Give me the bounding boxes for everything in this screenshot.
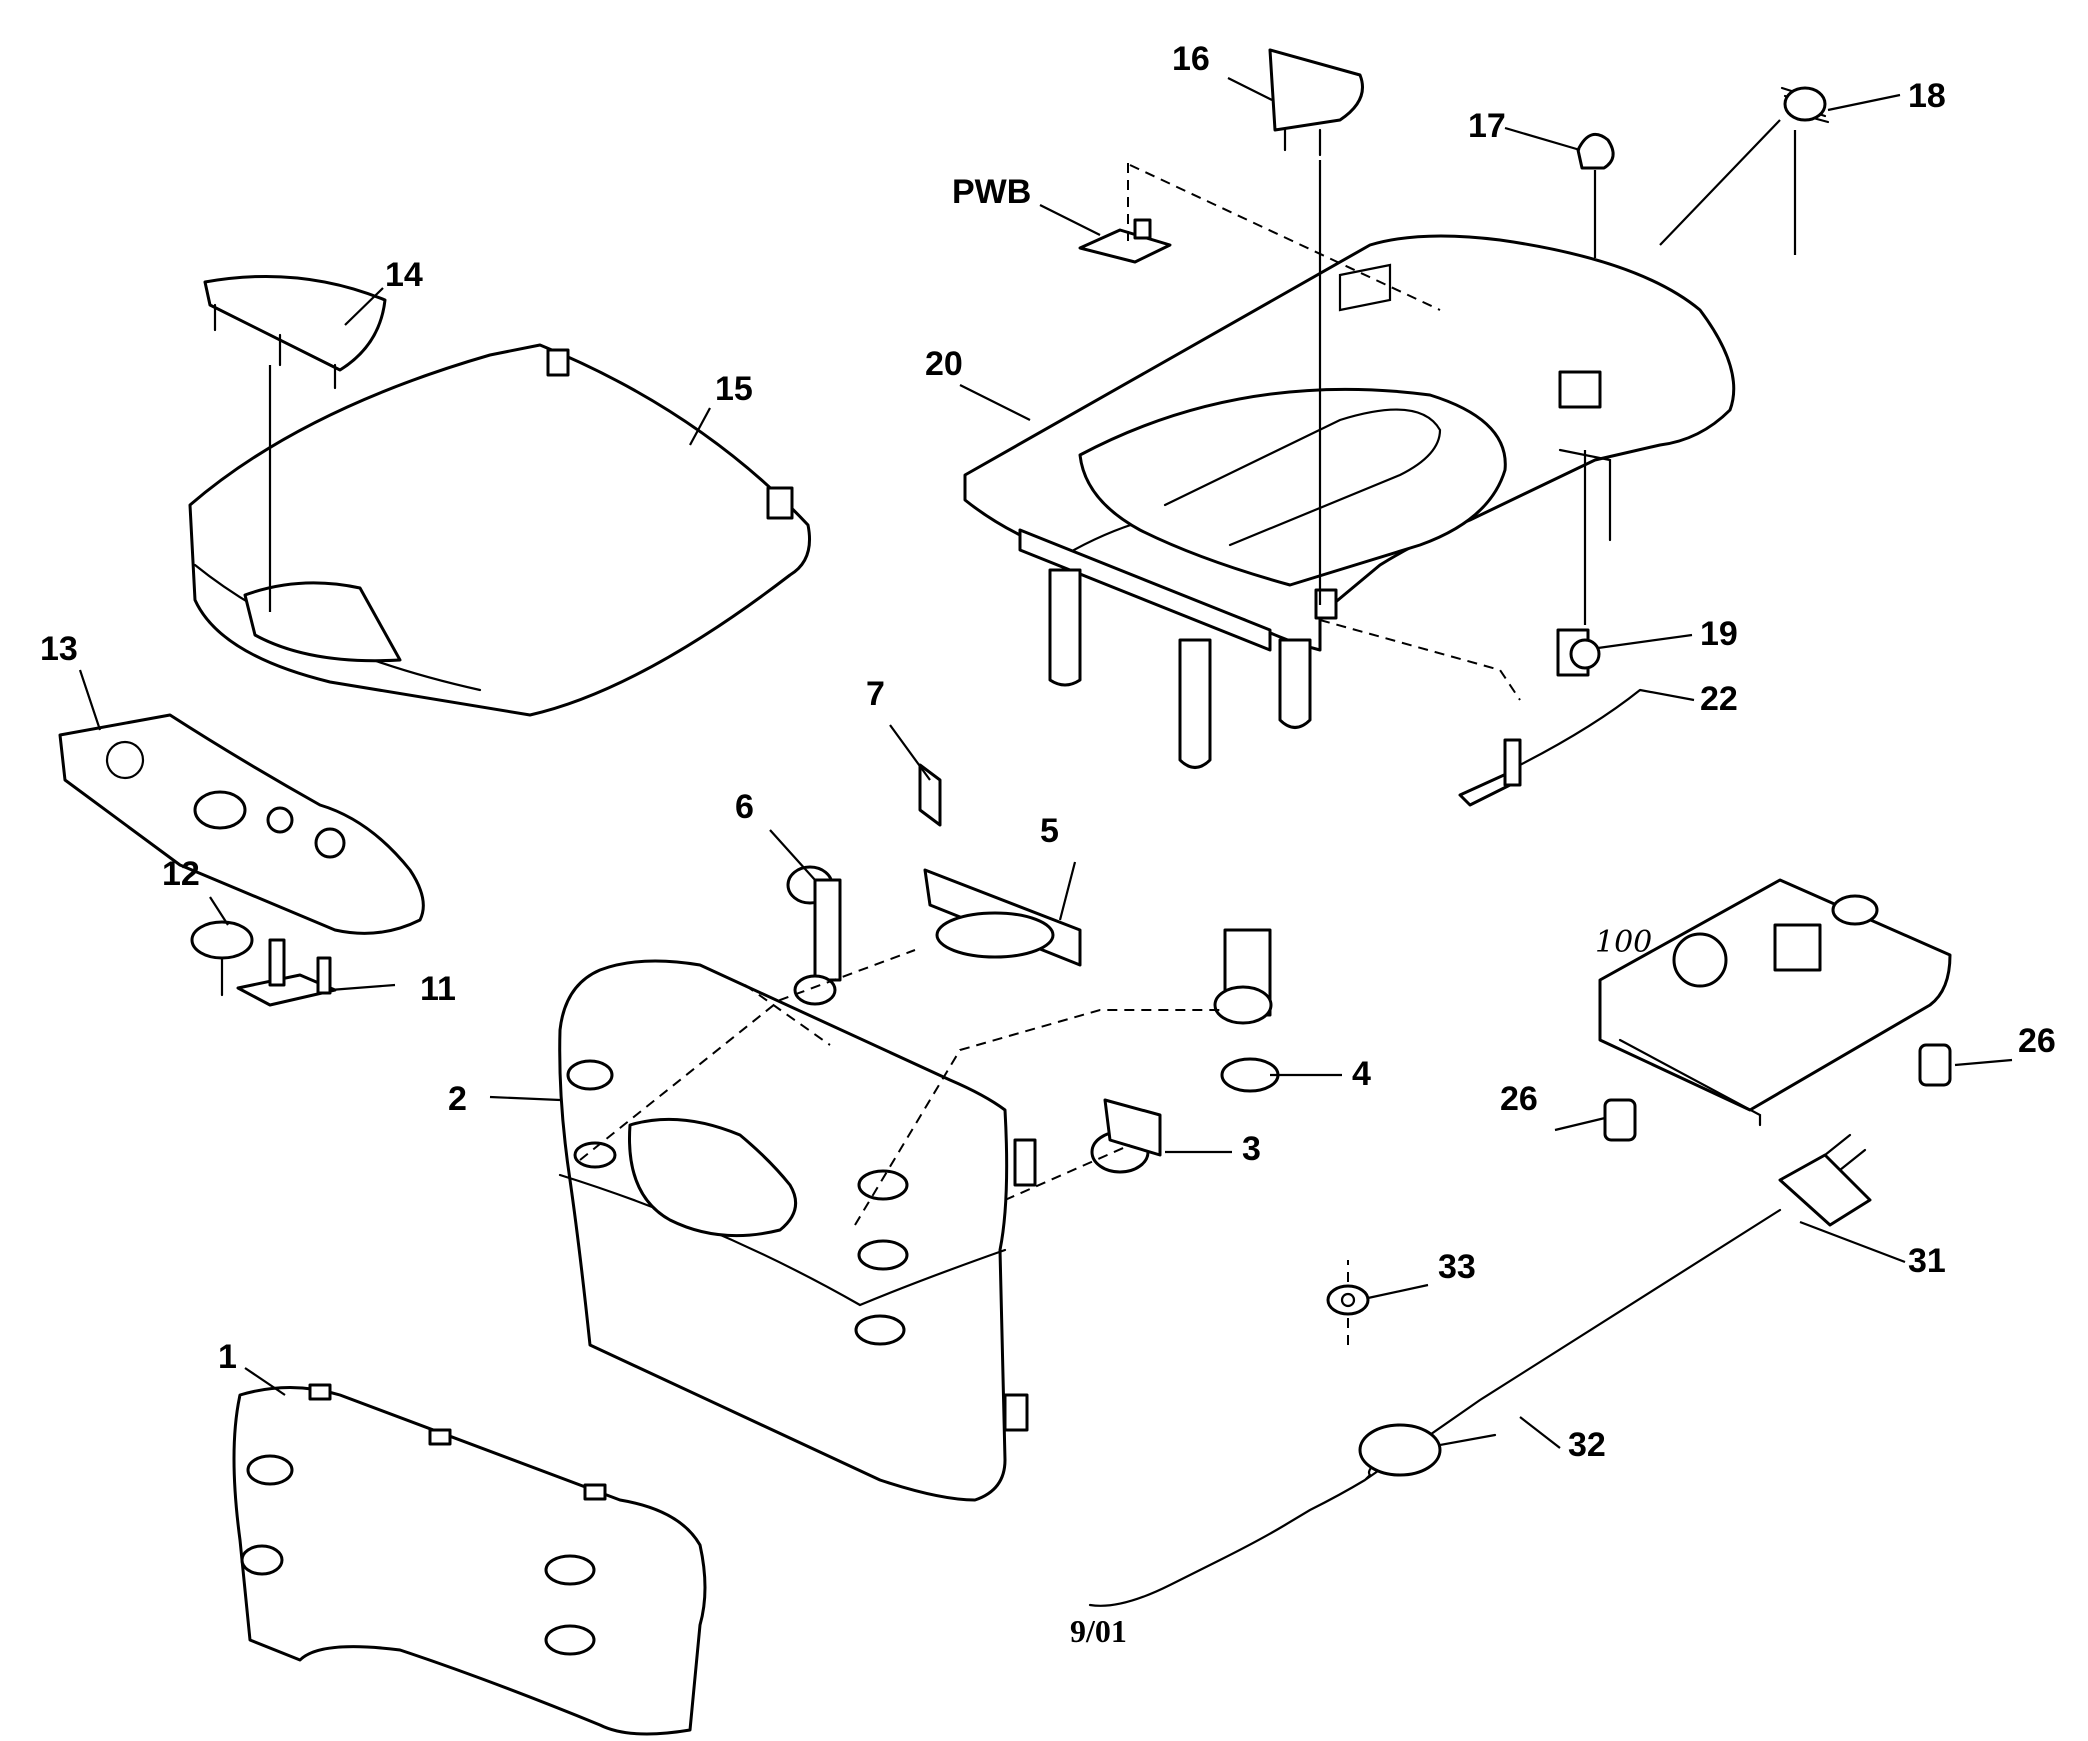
part-19-foot bbox=[1556, 628, 1601, 677]
callout-15: 15 bbox=[715, 370, 753, 408]
part-3-knob bbox=[1090, 1098, 1162, 1174]
callout-4: 4 bbox=[1352, 1055, 1371, 1093]
callout-13: 13 bbox=[40, 630, 78, 668]
part-7-clip bbox=[918, 763, 942, 827]
part-4-switch bbox=[1213, 928, 1280, 1093]
callout-6: 6 bbox=[735, 788, 754, 826]
callout-26-left: 26 bbox=[1500, 1080, 1538, 1118]
callout-2: 2 bbox=[448, 1080, 467, 1118]
callout-12: 12 bbox=[162, 855, 200, 893]
handwritten-mark: 100 bbox=[1595, 925, 1652, 960]
callout-3: 3 bbox=[1242, 1130, 1261, 1168]
callout-16: 16 bbox=[1172, 40, 1210, 78]
callout-18: 18 bbox=[1908, 77, 1946, 115]
part-pcb-assembly bbox=[1598, 878, 1952, 1127]
callout-5: 5 bbox=[1040, 812, 1059, 850]
part-26-foot-right bbox=[1918, 1043, 1952, 1087]
part-22-lever bbox=[1458, 688, 1642, 807]
callout-32: 32 bbox=[1568, 1426, 1606, 1464]
part-17-knob bbox=[1576, 132, 1615, 258]
part-14-cap bbox=[203, 274, 387, 390]
callout-22: 22 bbox=[1700, 680, 1738, 718]
callout-19: 19 bbox=[1700, 615, 1738, 653]
part-16-button-cap bbox=[1268, 48, 1364, 605]
callout-17: 17 bbox=[1468, 107, 1506, 145]
part-26-foot-left bbox=[1603, 1098, 1637, 1142]
part-15-top-lid bbox=[188, 343, 811, 717]
callout-11: 11 bbox=[420, 970, 456, 1008]
part-13-plate bbox=[58, 713, 425, 935]
part-pwb-board bbox=[1078, 218, 1172, 264]
part-32-cord bbox=[1088, 1208, 1782, 1607]
part-2-front-housing bbox=[558, 959, 1037, 1502]
part-5-button-holder bbox=[923, 868, 1082, 967]
part-33-grommet bbox=[1326, 1284, 1370, 1316]
part-6-switch bbox=[786, 865, 842, 1006]
callout-14: 14 bbox=[385, 256, 423, 294]
callout-31: 31 bbox=[1908, 1242, 1946, 1280]
part-20-base-chassis bbox=[963, 234, 1736, 769]
part-12-knob bbox=[190, 920, 254, 997]
callout-pwb: PWB bbox=[952, 173, 1031, 211]
callout-labels: 1 2 3 4 5 6 7 11 12 13 14 15 16 17 18 19… bbox=[40, 40, 2056, 1649]
part-11-switch-bracket bbox=[236, 938, 337, 1007]
part-1-front-cover bbox=[232, 1383, 707, 1736]
part-31-power-plug bbox=[1778, 1133, 1872, 1227]
callout-26-right: 26 bbox=[2018, 1022, 2056, 1060]
callout-1: 1 bbox=[218, 1338, 237, 1376]
callout-7: 7 bbox=[866, 675, 885, 713]
callout-33: 33 bbox=[1438, 1248, 1476, 1286]
leader-lines bbox=[78, 77, 2013, 1449]
callout-20: 20 bbox=[925, 345, 963, 383]
part-18-spring bbox=[1780, 86, 1830, 124]
date-code: 9/01 bbox=[1070, 1613, 1127, 1649]
